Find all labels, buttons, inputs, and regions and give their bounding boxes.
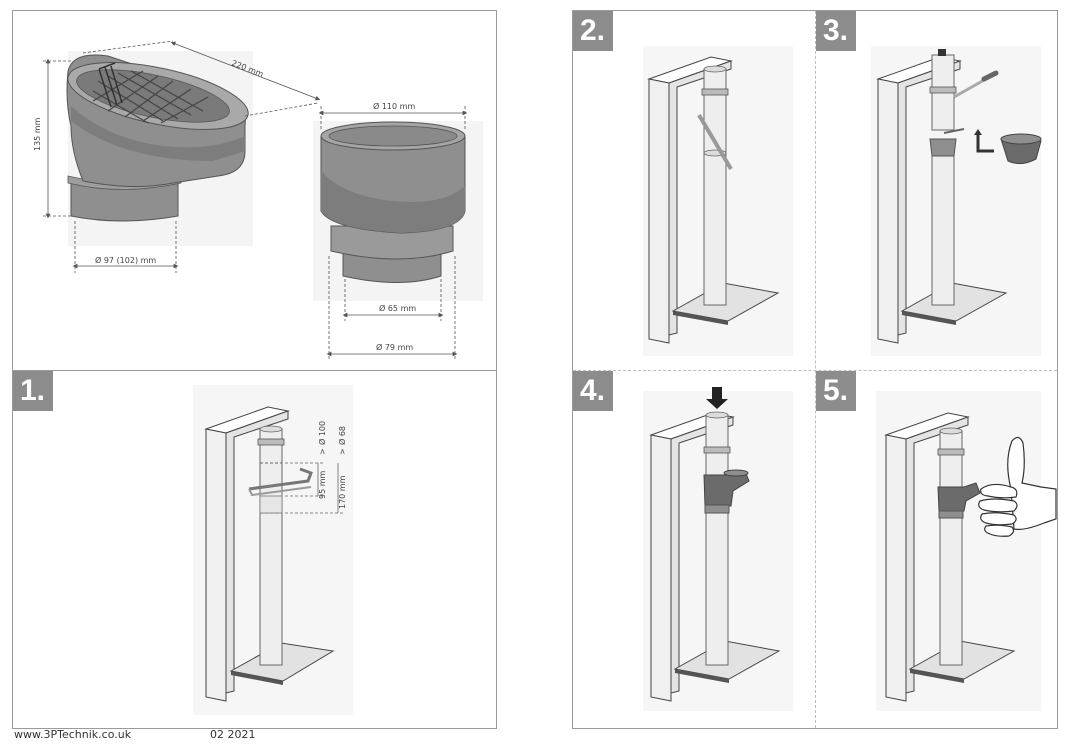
step-1-illustration: 95 mm 170 mm > Ø 100 > Ø 68 xyxy=(193,385,353,715)
step-5-illustration xyxy=(876,391,1057,711)
step-2-cell: 2. xyxy=(573,11,815,370)
small-diameter-label: Ø 65 mm xyxy=(379,303,416,313)
footer-website: www.3PTechnik.co.uk xyxy=(14,728,132,741)
step-1-badge: 1. xyxy=(13,371,54,411)
step-2-badge: 2. xyxy=(573,11,614,51)
grid-divider-vertical xyxy=(815,11,816,728)
height-label: 135 mm xyxy=(33,117,42,151)
step-1-panel: 1. 95 mm 170 mm > Ø 100 > Ø 68 xyxy=(12,370,497,729)
step-3-badge: 3. xyxy=(816,11,857,51)
step-4-cell: 4. xyxy=(573,371,815,729)
dimension-drawing: 135 mm Ø 97 (102) mm 220 mm Ø 110 mm Ø 6… xyxy=(33,40,483,361)
step-3-illustration xyxy=(871,46,1042,356)
cut-170-label: 170 mm xyxy=(338,475,347,509)
top-diameter-label: Ø 110 mm xyxy=(373,101,415,111)
step-2-illustration xyxy=(643,46,793,356)
inlet-diameter-label: Ø 97 (102) mm xyxy=(95,255,156,265)
step-5-cell: 5. xyxy=(816,371,1058,729)
dimensions-panel: 135 mm Ø 97 (102) mm 220 mm Ø 110 mm Ø 6… xyxy=(12,10,497,371)
step-3-cell: 3. xyxy=(816,11,1058,370)
pipe-large-gt: > xyxy=(318,448,327,455)
step-5-badge: 5. xyxy=(816,371,857,411)
steps-panel: 2. 3. xyxy=(572,10,1058,729)
reducer-adapter-illustration xyxy=(320,121,466,283)
step-4-illustration xyxy=(643,387,793,711)
grid-divider-horizontal xyxy=(573,370,1057,371)
pipe-large-label: Ø 100 xyxy=(317,421,327,445)
footer-date: 02 2021 xyxy=(210,728,256,741)
mid-diameter-label: Ø 79 mm xyxy=(376,342,413,352)
cut-95-label: 95 mm xyxy=(318,470,327,499)
pipe-small-label: Ø 68 xyxy=(337,426,347,445)
step-4-badge: 4. xyxy=(573,371,614,411)
thumbs-up-icon xyxy=(978,436,1057,537)
pipe-small-gt: > xyxy=(338,448,347,455)
